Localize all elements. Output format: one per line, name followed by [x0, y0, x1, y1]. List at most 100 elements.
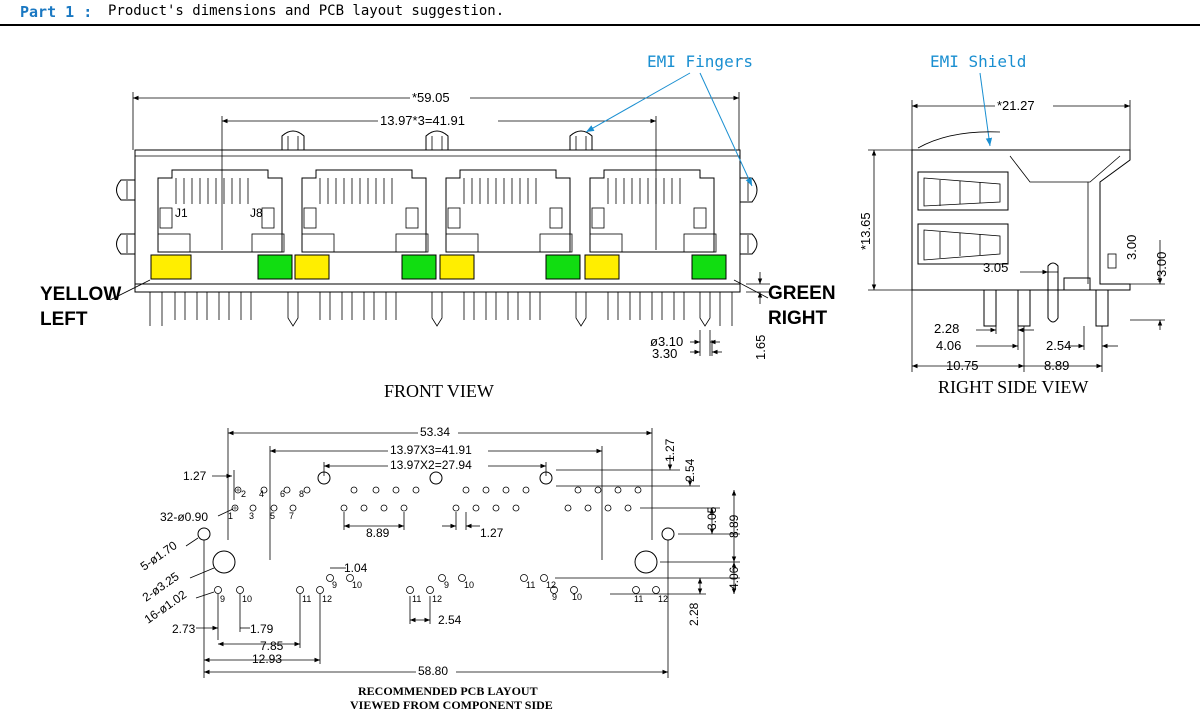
pcb-dim-2-54-bottom: 2.54 — [438, 613, 462, 627]
label-yellow: YELLOW — [40, 284, 121, 305]
signal-hole-crosses — [233, 488, 240, 510]
pcb-dim-2-73: 2.73 — [172, 622, 196, 636]
dim-port-pitch: 13.97*3=41.91 — [380, 113, 465, 128]
led-pin-11-c: 11 — [526, 580, 535, 590]
led-green-1 — [257, 254, 293, 280]
pcb-title-1: RECOMMENDED PCB LAYOUT — [358, 684, 538, 698]
part-description: Product's dimensions and PCB layout sugg… — [108, 3, 505, 19]
led-pin-11-a: 11 — [302, 594, 311, 604]
led-pin-10-d: 10 — [572, 592, 582, 602]
port-2 — [301, 169, 429, 253]
right-side-view: *21.27 EMI Shield *13.65 *3.00 3.00 — [858, 52, 1169, 397]
pcb-dim-32-holes: 32-ø0.90 — [160, 510, 208, 524]
pcb-dim-53-34: 53.34 — [420, 425, 450, 439]
led-yellow-3 — [439, 254, 475, 280]
pin-3: 3 — [249, 511, 254, 521]
pcb-layout: 53.34 13.97X3=41.91 13.97X2=27.94 1.27 2… — [138, 425, 741, 712]
port-4 — [589, 169, 717, 253]
led-pin-12-d: 12 — [658, 594, 668, 604]
side-dim-4-06: 4.06 — [936, 338, 961, 353]
emi-fingers-callout: EMI Fingers — [585, 52, 753, 187]
led-pin-10-a: 10 — [242, 594, 252, 604]
pcb-dim-1-27-top: 1.27 — [663, 438, 677, 462]
pcb-dim-8-89: 8.89 — [366, 526, 390, 540]
side-body — [911, 149, 1131, 291]
led-pin-10-c: 10 — [464, 580, 474, 590]
side-height: *13.65 — [858, 212, 873, 250]
bottom-pins — [134, 283, 741, 327]
pin-7: 7 — [289, 511, 294, 521]
pcb-dim-27-94: 13.97X2=27.94 — [390, 458, 472, 472]
side-dim-8-89: 8.89 — [1044, 358, 1069, 373]
led-pin-9-a: 9 — [220, 594, 225, 604]
pcb-dim-58-80: 58.80 — [418, 664, 448, 678]
pcb-dim-4-06: 4.06 — [727, 566, 741, 590]
port-label-j1: J1 — [175, 206, 188, 220]
led-green-3 — [545, 254, 581, 280]
pcb-dim-1-27-left: 1.27 — [183, 469, 207, 483]
pcb-dim-5-holes: 5-ø1.70 — [138, 538, 180, 573]
pin-1: 1 — [228, 511, 233, 521]
pcb-dim-8-89-right: 8.89 — [727, 514, 741, 538]
front-view: *59.05 13.97*3=41.91 — [40, 90, 836, 401]
pcb-dim-1-04: 1.04 — [344, 561, 368, 575]
side-dim-10-75: 10.75 — [946, 358, 979, 373]
header-rule — [0, 24, 1200, 26]
side-dim-2-54: 2.54 — [1046, 338, 1071, 353]
led-yellow-1 — [150, 254, 192, 280]
pin-5: 5 — [270, 511, 275, 521]
emi-finger-bumps — [281, 130, 593, 150]
side-width: *21.27 — [997, 98, 1035, 113]
led-pin-12-b: 12 — [432, 594, 442, 604]
side-dim-3-05: 3.05 — [983, 260, 1008, 275]
led-pin-9-d: 9 — [552, 592, 557, 602]
pcb-dim-3-05: 3.05 — [705, 506, 719, 530]
led-pin-9-c: 9 — [444, 580, 449, 590]
callout-emi-shield: EMI Shield — [930, 52, 1026, 71]
pcb-dim-12-93: 12.93 — [252, 652, 282, 666]
page-header: Part 1 : Product's dimensions and PCB la… — [0, 0, 1200, 26]
led-pin-10-b: 10 — [352, 580, 362, 590]
part-label: Part 1 : — [20, 3, 93, 21]
led-green-2 — [401, 254, 437, 280]
pcb-title-2: VIEWED FROM COMPONENT SIDE — [350, 698, 553, 712]
pcb-dim-41-91: 13.97X3=41.91 — [390, 443, 472, 457]
dim-165: 1.65 — [753, 335, 768, 360]
pcb-dim-2-28: 2.28 — [687, 602, 701, 626]
port-1 — [157, 169, 285, 253]
port-label-j8: J8 — [250, 206, 263, 220]
pcb-dim-2-54-top: 2.54 — [683, 458, 697, 482]
led-yellow-4 — [584, 254, 620, 280]
led-pin-11-b: 11 — [412, 594, 421, 604]
side-view-title: RIGHT SIDE VIEW — [938, 377, 1088, 397]
label-green: GREEN — [768, 283, 836, 304]
led-green-4 — [691, 254, 727, 280]
led-yellow-2 — [294, 254, 330, 280]
label-right: RIGHT — [768, 308, 828, 329]
shield-holes — [197, 471, 675, 574]
pcb-dim-1-79: 1.79 — [250, 622, 274, 636]
side-dim-3-00-b: *3.00 — [1154, 252, 1169, 282]
dim-phi-310: ø3.10 — [650, 334, 683, 349]
pcb-dim-1-27-mid: 1.27 — [480, 526, 504, 540]
dim-overall-width: *59.05 — [412, 90, 450, 105]
side-fingers — [116, 177, 758, 255]
pin-6: 6 — [280, 489, 285, 499]
signal-holes — [231, 486, 642, 512]
port-3 — [445, 169, 573, 253]
led-row — [150, 254, 727, 280]
led-pin-12-a: 12 — [322, 594, 332, 604]
side-dim-3-00: 3.00 — [1124, 235, 1139, 260]
dim-330: 3.30 — [652, 346, 677, 361]
pin-4: 4 — [259, 489, 264, 499]
callout-emi-fingers: EMI Fingers — [647, 52, 753, 71]
front-view-title: FRONT VIEW — [384, 381, 494, 401]
led-pin-12-c: 12 — [546, 580, 556, 590]
led-holes — [214, 574, 660, 594]
led-pin-9-b: 9 — [332, 580, 337, 590]
pcb-dim-7-85: 7.85 — [260, 639, 284, 653]
led-pin-11-d: 11 — [634, 594, 643, 604]
side-dim-2-28: 2.28 — [934, 321, 959, 336]
pin-8: 8 — [299, 489, 304, 499]
